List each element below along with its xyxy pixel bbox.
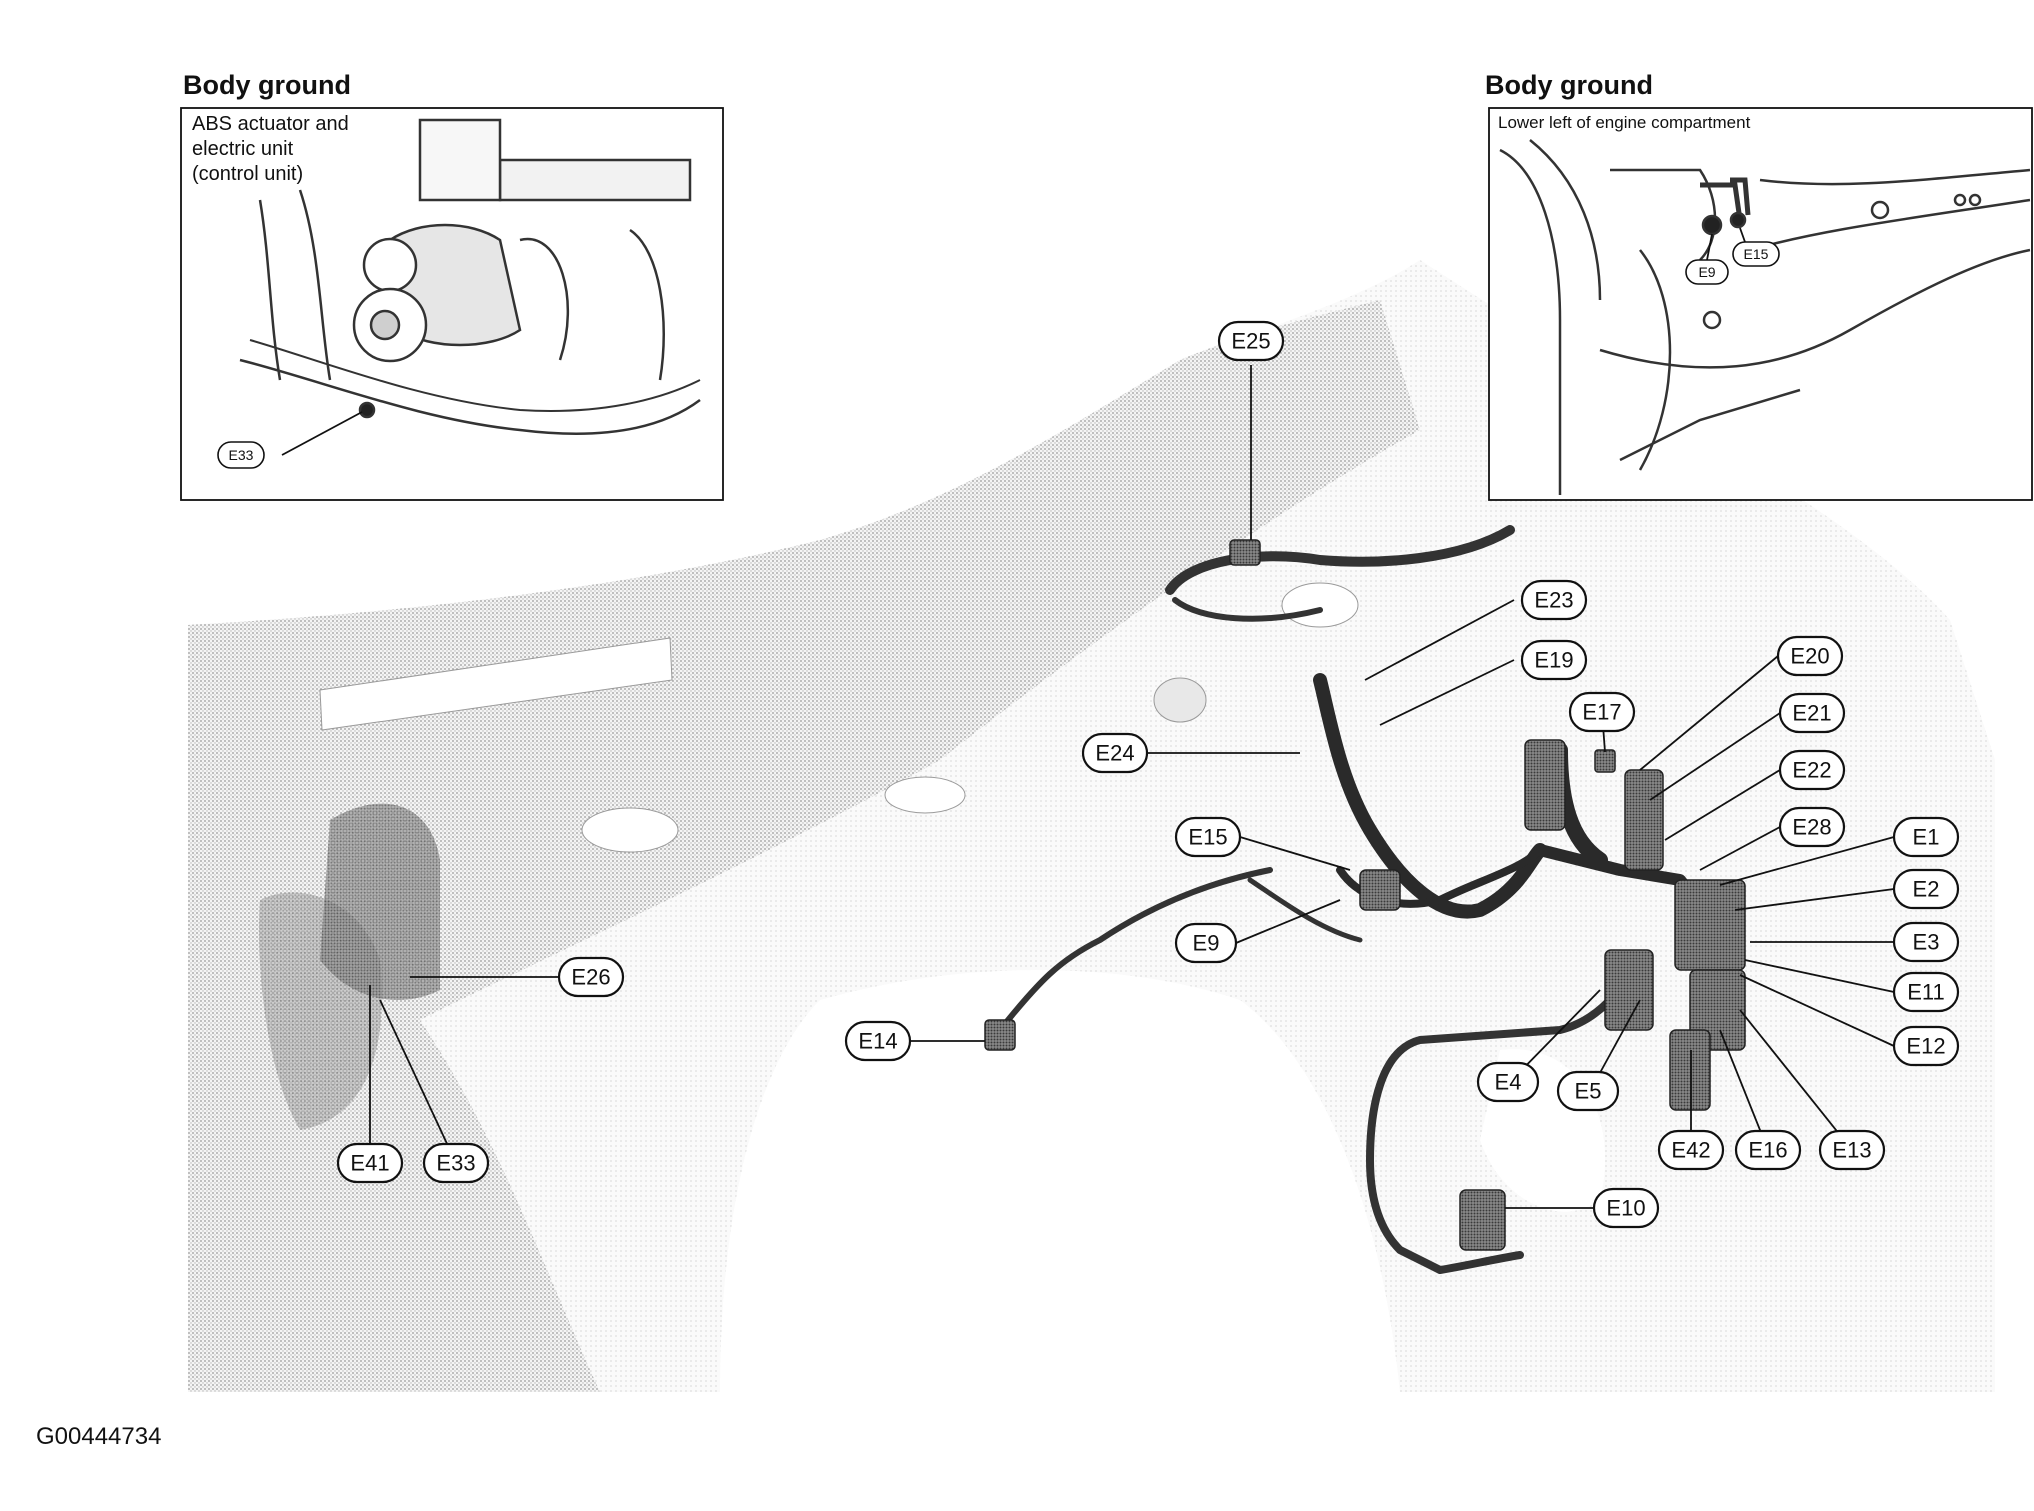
connector-tag-e4: E4 [1476,1061,1540,1103]
inset-abs-artwork [239,118,701,435]
connector-tag-label: E10 [1606,1196,1645,1221]
connector-tag-e17: E17 [1568,691,1636,733]
connector-tags: E25 E23 E19 E20 E17 E21 E24 E22 E28 E15 … [336,320,1960,1229]
connector-tag-e20: E20 [1776,635,1844,677]
connector-tag-e9: E9 [1174,922,1238,964]
inset-2-heading: Body ground [1485,70,1653,100]
connector-tag-e33: E33 [422,1142,490,1184]
inset-lower-left-engine-compartment [1488,107,2033,501]
inset-abs-actuator [180,107,724,501]
connector-tag-label: E21 [1792,701,1831,726]
inset-tags: E33 E9 E15 [217,227,1780,469]
inset-tag-label: E15 [1744,246,1769,262]
connector-tag-label: E14 [858,1029,897,1054]
engine-bay-illustration [188,260,1995,1392]
connector-tag-e14: E14 [844,1020,912,1062]
inset-1-caption-line-3: (control unit) [192,163,304,185]
connector-tag-label: E13 [1832,1138,1871,1163]
connector-tag-label: E28 [1792,815,1831,840]
connector-tag-e11: E11 [1892,971,1960,1013]
connector-tag-label: E25 [1231,329,1270,354]
inset-compartment-artwork [1499,139,2031,495]
connector-tag-label: E15 [1188,825,1227,850]
connector-tag-label: E1 [1913,825,1940,850]
inset-tag-e33: E33 [217,441,265,469]
figure-id: G00444734 [36,1423,162,1450]
inset-2-caption: Lower left of engine compartment [1498,113,1751,132]
connector-tag-e16: E16 [1734,1129,1802,1171]
inset-1-heading: Body ground [183,70,351,100]
connector-tag-label: E41 [350,1151,389,1176]
connector-tag-e23: E23 [1520,579,1588,621]
connector-tag-label: E33 [436,1151,475,1176]
connector-tag-label: E42 [1671,1138,1710,1163]
connector-blocks [984,539,1746,1251]
inset-1-caption-line-2: electric unit [192,138,294,160]
connector-tag-label: E24 [1095,741,1134,766]
connector-tag-label: E20 [1790,644,1829,669]
connector-tag-e15: E15 [1174,816,1242,858]
connector-tag-e19: E19 [1520,639,1588,681]
connector-tag-e41: E41 [336,1142,404,1184]
connector-tag-label: E26 [571,965,610,990]
connector-tag-label: E3 [1913,930,1940,955]
connector-tag-e42: E42 [1657,1129,1725,1171]
inset-tag-label: E33 [229,447,254,463]
connector-tag-e1: E1 [1892,816,1960,858]
inset-tag-e15: E15 [1732,241,1780,267]
inset-tag-e9: E9 [1685,259,1729,285]
connector-tag-label: E19 [1534,648,1573,673]
connector-tag-e13: E13 [1818,1129,1886,1171]
inset-1-caption-line-1: ABS actuator and [192,113,349,135]
connector-tag-label: E17 [1582,700,1621,725]
inset-tag-label: E9 [1698,264,1715,280]
connector-tag-e26: E26 [557,956,625,998]
connector-tag-e10: E10 [1592,1187,1660,1229]
connector-tag-e2: E2 [1892,868,1960,910]
connector-tag-e25: E25 [1217,320,1285,362]
connector-tag-e21: E21 [1778,692,1846,734]
connector-tag-label: E11 [1907,980,1945,1005]
connector-tag-e12: E12 [1892,1025,1960,1067]
connector-tag-e5: E5 [1556,1070,1620,1112]
connector-tag-label: E9 [1193,931,1220,956]
connector-tag-e24: E24 [1081,732,1149,774]
connector-tag-label: E12 [1906,1034,1945,1059]
connector-tag-e3: E3 [1892,921,1960,963]
connector-tag-label: E22 [1792,758,1831,783]
connector-tag-label: E5 [1575,1079,1602,1104]
connector-tag-label: E2 [1913,877,1940,902]
connector-tag-label: E23 [1534,588,1573,613]
connector-tag-label: E4 [1495,1070,1522,1095]
connector-tag-e28: E28 [1778,806,1846,848]
connector-tag-label: E16 [1748,1138,1787,1163]
connector-tag-e22: E22 [1778,749,1846,791]
